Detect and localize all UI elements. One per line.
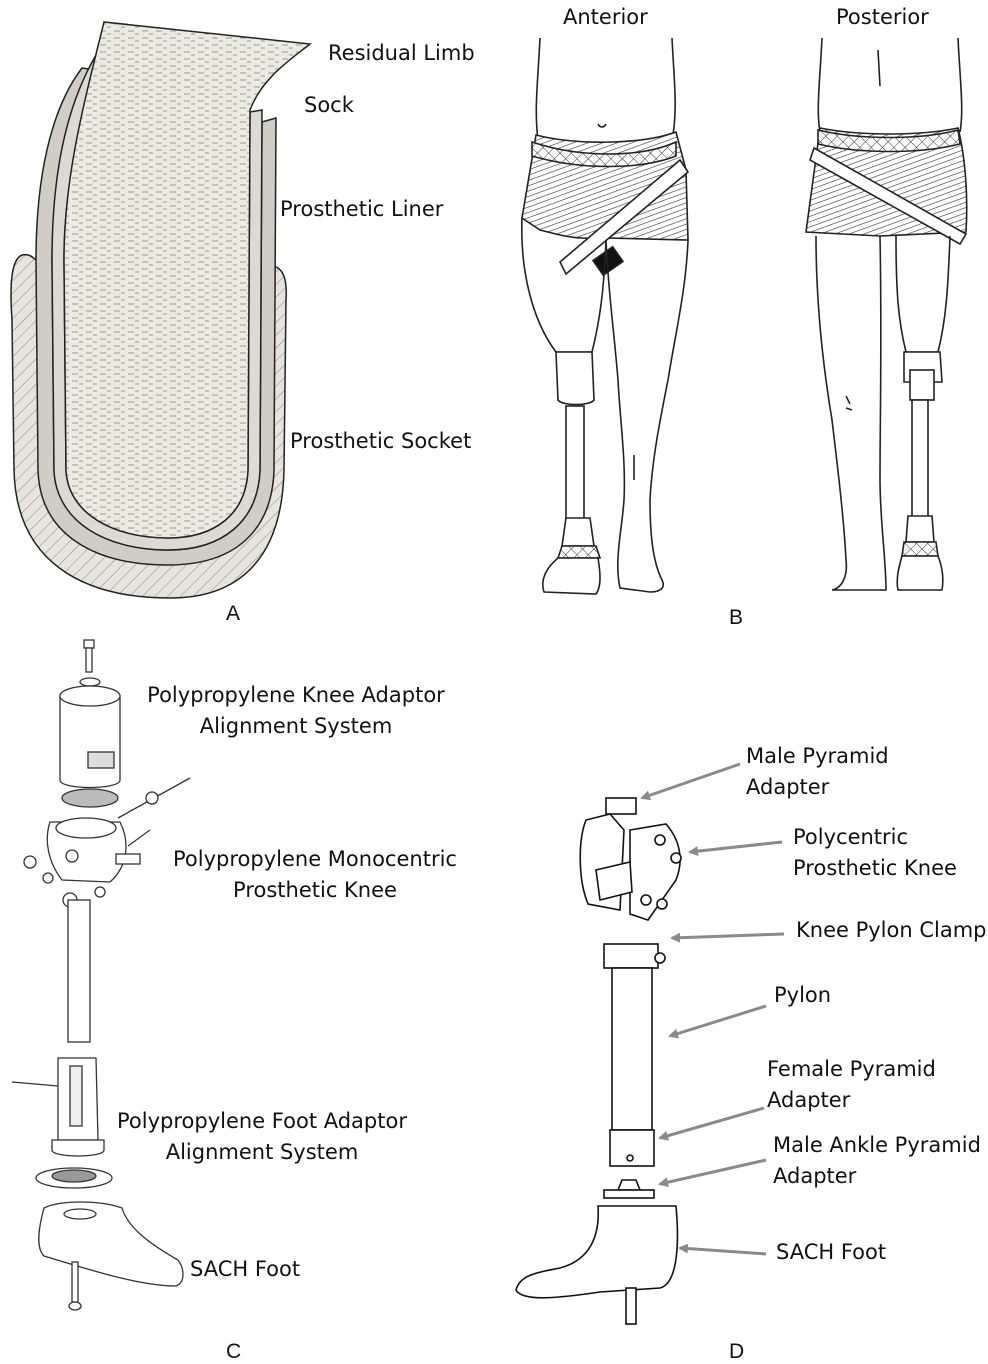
label-sach-foot-c: SACH Foot	[190, 1254, 300, 1285]
panel-b-posterior-figure	[806, 38, 967, 590]
label-foot-adaptor-line2: Alignment System	[106, 1137, 418, 1168]
label-knee-adaptor: Polypropylene Knee Adaptor Alignment Sys…	[136, 680, 456, 742]
arrow-female-pyramid	[660, 1108, 764, 1138]
label-posterior: Posterior	[836, 2, 929, 33]
label-sock: Sock	[304, 90, 354, 121]
label-prosthetic-liner: Prosthetic Liner	[280, 194, 443, 225]
label-prosthetic-socket: Prosthetic Socket	[290, 426, 471, 457]
panel-letter-b: B	[729, 606, 743, 630]
panel-letter-d: D	[729, 1340, 744, 1364]
arrow-polycentric-knee	[690, 842, 782, 852]
label-knee-adaptor-line1: Polypropylene Knee Adaptor	[136, 680, 456, 711]
label-knee-pylon-clamp: Knee Pylon Clamp	[796, 915, 987, 946]
label-ankle-pyramid-line1: Male Ankle Pyramid	[773, 1130, 981, 1161]
label-polycentric-knee-line1: Polycentric	[793, 822, 957, 853]
label-monocentric-knee: Polypropylene Monocentric Prosthetic Kne…	[160, 844, 470, 906]
arrow-ankle-pyramid	[660, 1160, 766, 1184]
label-male-pyramid: Male Pyramid Adapter	[746, 741, 889, 803]
arrow-sach-foot	[680, 1248, 766, 1254]
label-female-pyramid: Female Pyramid Adapter	[767, 1054, 936, 1116]
label-polycentric-knee-line2: Prosthetic Knee	[793, 853, 957, 884]
label-foot-adaptor-line1: Polypropylene Foot Adaptor	[106, 1106, 418, 1137]
label-female-pyramid-line2: Adapter	[767, 1085, 936, 1116]
label-foot-adaptor: Polypropylene Foot Adaptor Alignment Sys…	[106, 1106, 418, 1168]
label-male-pyramid-line1: Male Pyramid	[746, 741, 889, 772]
label-knee-adaptor-line2: Alignment System	[136, 711, 456, 742]
label-ankle-pyramid: Male Ankle Pyramid Adapter	[773, 1130, 981, 1192]
label-sach-foot-d: SACH Foot	[776, 1237, 886, 1268]
label-monocentric-knee-line2: Prosthetic Knee	[160, 875, 470, 906]
label-male-pyramid-line2: Adapter	[746, 772, 889, 803]
label-female-pyramid-line1: Female Pyramid	[767, 1054, 936, 1085]
panel-letter-c: C	[226, 1340, 241, 1364]
arrow-knee-pylon-clamp	[672, 934, 784, 938]
arrow-pylon	[670, 1006, 766, 1036]
arrow-male-pyramid	[642, 764, 740, 798]
panel-a-illustration	[11, 22, 310, 598]
label-residual-limb: Residual Limb	[328, 38, 475, 69]
panel-letter-a: A	[226, 602, 240, 626]
label-polycentric-knee: Polycentric Prosthetic Knee	[793, 822, 957, 884]
label-pylon: Pylon	[774, 980, 831, 1011]
panel-d-prosthesis	[516, 798, 681, 1324]
label-anterior: Anterior	[563, 2, 648, 33]
label-ankle-pyramid-line2: Adapter	[773, 1161, 981, 1192]
panel-b-anterior-figure	[522, 38, 688, 594]
label-monocentric-knee-line1: Polypropylene Monocentric	[160, 844, 470, 875]
